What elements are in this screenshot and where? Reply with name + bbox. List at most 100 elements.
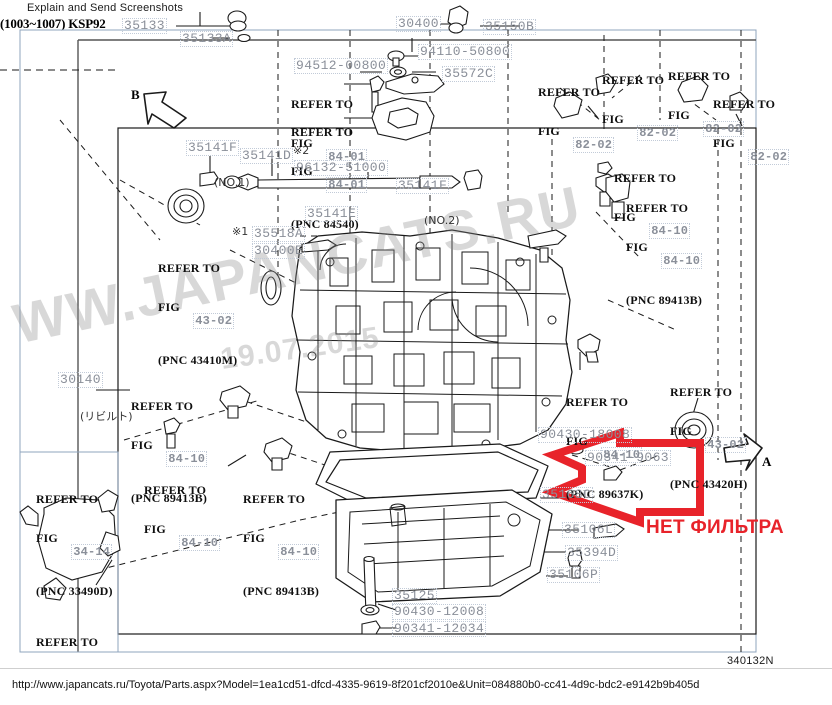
fig-label: FIG bbox=[131, 437, 153, 452]
part-number-35141d[interactable]: 35141D bbox=[240, 148, 294, 165]
reference-fig-84-10-b[interactable]: REFER TO FIG 84-10 (PNC 89413B) bbox=[626, 176, 703, 332]
part-number-30140-sub: (リビルト) bbox=[80, 410, 133, 424]
callout-a: A bbox=[762, 454, 772, 469]
fig-label: FIG bbox=[243, 530, 265, 545]
fig-label: FIG bbox=[626, 239, 648, 254]
reference-fig-43-02-b[interactable]: REFER TO FIG 43-02 (PNC 43420H) bbox=[670, 360, 747, 516]
refer-to-text: REFER TO bbox=[243, 491, 306, 506]
fig-label: FIG bbox=[144, 521, 166, 536]
part-number-35106p[interactable]: 35106P bbox=[547, 567, 601, 584]
fig-label: FIG bbox=[36, 530, 58, 545]
fig-number: 84-10 bbox=[278, 543, 320, 560]
mark-1: ※1 bbox=[232, 225, 249, 238]
part-number-35168c[interactable]: 35168C bbox=[540, 487, 594, 504]
reference-fig-84-10-a[interactable]: REFER TO FIG 84-10 bbox=[614, 146, 691, 264]
fig-label: FIG bbox=[291, 135, 313, 150]
refer-to-text: REFER TO bbox=[614, 170, 677, 185]
part-number-94512-00800[interactable]: 94512-00800 bbox=[294, 58, 389, 75]
pnc-code: (PNC 89413B) bbox=[131, 490, 208, 505]
refer-to-text: REFER TO bbox=[36, 634, 99, 649]
fig-number: 43-02 bbox=[705, 436, 747, 453]
fig-number: 84-01 bbox=[326, 148, 368, 165]
fig-label: FIG bbox=[566, 433, 588, 448]
pnc-code: (PNC 43420H) bbox=[670, 476, 748, 491]
parts-diagram[interactable]: WW.JAPANCATS.RU 19.07.2015 35133 35133A … bbox=[0, 0, 832, 668]
part-number-90341-9063[interactable]: 90341-9063 bbox=[585, 450, 672, 467]
refer-to-text: REFER TO bbox=[602, 72, 665, 87]
fig-number: 34-14 bbox=[71, 543, 113, 560]
screenshot-tool-hint: Explain and Send Screenshots bbox=[27, 2, 184, 14]
part-number-90430-12008[interactable]: 90430-12008 bbox=[392, 604, 487, 621]
browser-status-bar: http://www.japancats.ru/Toyota/Parts.asp… bbox=[0, 668, 832, 705]
fig-number: 84-10 bbox=[649, 222, 691, 239]
fig-label: FIG bbox=[538, 123, 560, 138]
fig-number: 84-10 bbox=[179, 534, 221, 551]
reference-fig-84-01-a[interactable]: REFER TO FIG 84-01 bbox=[291, 72, 368, 190]
reference-fig-82-02-b[interactable]: REFER TO FIG 82-02 bbox=[602, 48, 679, 166]
reference-fig-82-02-d[interactable]: REFER TO FIG 82-02 bbox=[713, 72, 790, 190]
fig-label: FIG bbox=[158, 299, 180, 314]
part-number-90430-18008[interactable]: 90430-18008 bbox=[538, 427, 633, 444]
part-number-35125[interactable]: 35125 bbox=[392, 588, 438, 605]
refer-to-text: REFER TO bbox=[158, 260, 221, 275]
part-number-35150b[interactable]: 35150B bbox=[483, 19, 537, 36]
fig-number: 82-02 bbox=[573, 136, 615, 153]
refer-to-text: REFER TO bbox=[713, 96, 776, 111]
fig-number: 84-01 bbox=[326, 176, 368, 193]
part-number-30140[interactable]: 30140 bbox=[58, 372, 104, 389]
fig-number: 82-02 bbox=[703, 120, 745, 137]
fig-number: 82-02 bbox=[748, 148, 790, 165]
part-number-35133a[interactable]: 35133A bbox=[180, 31, 234, 48]
refer-to-text: REFER TO bbox=[566, 394, 629, 409]
part-number-35572c[interactable]: 35572C bbox=[442, 66, 496, 83]
refer-to-text: REFER TO bbox=[36, 491, 99, 506]
mark-2: ※2 bbox=[293, 144, 310, 157]
refer-to-text: REFER TO bbox=[131, 398, 194, 413]
part-number-35141f-no2-sub: (NO.2) bbox=[424, 214, 460, 228]
reference-fig-84-10-c[interactable]: REFER TO FIG 84-10 (PNC 89413B) bbox=[131, 374, 208, 530]
reference-fig-84-10-d[interactable]: REFER TO FIG 84-10 (PNC 89637K) bbox=[566, 370, 643, 526]
model-code-label: (1003~1007) KSP92 bbox=[0, 16, 106, 31]
refer-to-text: REFER TO bbox=[291, 96, 354, 111]
part-number-35141f-no1[interactable]: 35141F bbox=[186, 140, 240, 157]
pnc-code: (PNC 89413B) bbox=[626, 292, 703, 307]
refer-to-text: REFER TO bbox=[668, 68, 731, 83]
part-number-35518a[interactable]: 35518A bbox=[252, 226, 306, 243]
view-arrow-b bbox=[143, 91, 187, 129]
fig-label: FIG bbox=[614, 209, 636, 224]
fig-number: 82-02 bbox=[637, 124, 679, 141]
view-arrow-a bbox=[723, 433, 763, 471]
part-number-94110-50800[interactable]: 94110-50800 bbox=[418, 44, 513, 61]
reference-fig-84-10-f[interactable]: REFER TO FIG 84-10 (PNC 89413B) bbox=[243, 467, 320, 623]
fig-number: 84-10 bbox=[601, 446, 643, 463]
part-number-35106l[interactable]: 35106L bbox=[562, 522, 616, 539]
reference-fig-82-02-c[interactable]: REFER TO FIG 82-02 bbox=[668, 44, 745, 162]
part-number-30400e[interactable]: 30400E bbox=[252, 243, 306, 260]
part-number-90341-12034[interactable]: 90341-12034 bbox=[392, 621, 487, 638]
status-bar-url[interactable]: http://www.japancats.ru/Toyota/Parts.asp… bbox=[12, 679, 700, 691]
red-annotation-text: НЕТ ФИЛЬТРА bbox=[646, 517, 784, 538]
part-number-30400[interactable]: 30400 bbox=[396, 16, 442, 33]
fig-label: FIG bbox=[668, 107, 690, 122]
part-number-35133[interactable]: 35133 bbox=[122, 18, 168, 35]
pnc-code: (PNC 43410M) bbox=[158, 352, 238, 367]
pnc-code: (PNC 89637K) bbox=[566, 486, 644, 501]
reference-fig-34-14-b[interactable]: REFER TO FIG 34-14 bbox=[36, 610, 112, 668]
reference-fig-84-10-e[interactable]: REFER TO FIG 84-10 bbox=[144, 458, 221, 576]
fig-number: 84-10 bbox=[166, 450, 208, 467]
part-number-35141e[interactable]: 35141E bbox=[305, 206, 359, 223]
refer-to-text: REFER TO bbox=[670, 384, 733, 399]
part-number-35141f-no2[interactable]: 35141F bbox=[396, 178, 450, 195]
reference-fig-34-14-a[interactable]: REFER TO FIG 34-14 (PNC 33490D) bbox=[36, 467, 113, 623]
diagram-id-label: 340132N bbox=[727, 655, 774, 667]
fig-label: FIG bbox=[291, 163, 313, 178]
refer-to-text: REFER TO bbox=[626, 200, 689, 215]
reference-fig-43-02-a[interactable]: REFER TO FIG 43-02 (PNC 43410M) bbox=[158, 236, 237, 392]
part-number-35394d[interactable]: 35394D bbox=[565, 545, 619, 562]
pnc-code: (PNC 89413B) bbox=[243, 583, 320, 598]
fig-label: FIG bbox=[670, 423, 692, 438]
reference-fig-82-02-a[interactable]: REFER TO FIG 82-02 bbox=[538, 60, 615, 178]
refer-to-text: REFER TO bbox=[538, 84, 601, 99]
part-number-96132-51000[interactable]: 96132-51000 bbox=[294, 160, 389, 177]
